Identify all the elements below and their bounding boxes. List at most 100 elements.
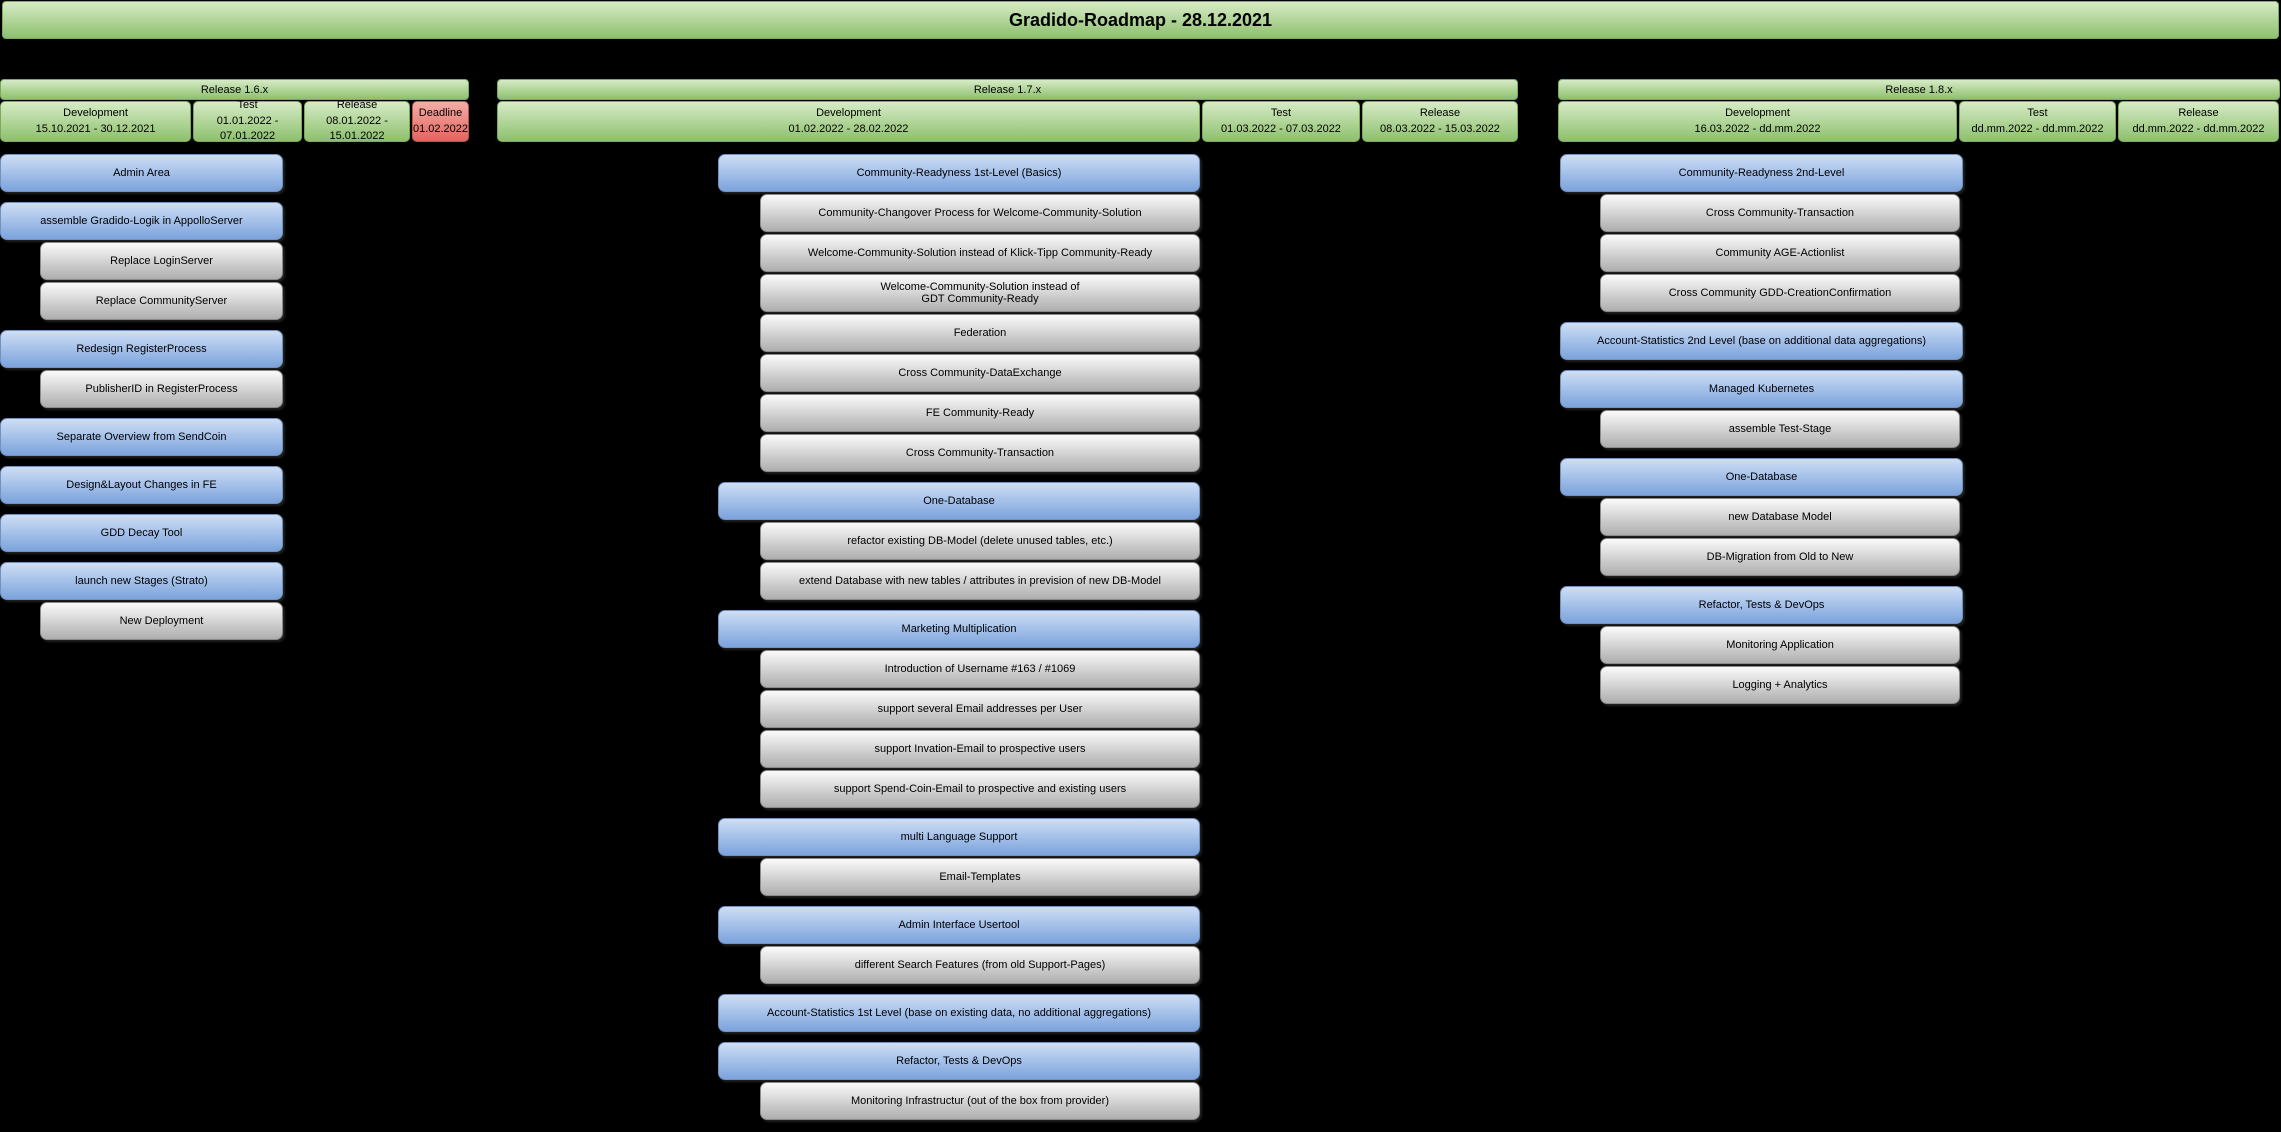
task-parent: Account-Statistics 2nd Level (base on ad… bbox=[1560, 322, 1963, 360]
task-child: Cross Community-Transaction bbox=[760, 434, 1200, 472]
phase-dates: 15.10.2021 - 30.12.2021 bbox=[35, 122, 156, 135]
release-bar-1-6-x: Release 1.6.x bbox=[0, 79, 469, 100]
task-group: Community-Readyness 1st-Level (Basics)Co… bbox=[718, 154, 1518, 472]
task-child: Monitoring Application bbox=[1600, 626, 1960, 664]
task-child: FE Community-Ready bbox=[760, 394, 1200, 432]
task-child: PublisherID in RegisterProcess bbox=[40, 370, 283, 408]
phase-name: Test bbox=[237, 99, 258, 112]
task-parent: Managed Kubernetes bbox=[1560, 370, 1963, 408]
task-child: different Search Features (from old Supp… bbox=[760, 946, 1200, 984]
task-parent: One-Database bbox=[718, 482, 1200, 520]
task-group: launch new Stages (Strato)New Deployment bbox=[0, 562, 469, 640]
phase-name: Development bbox=[816, 107, 881, 120]
phase-development: Development 01.02.2022 - 28.02.2022 bbox=[497, 101, 1200, 142]
task-parent: Community-Readyness 2nd-Level bbox=[1560, 154, 1963, 192]
release-bar-1-7-x: Release 1.7.x bbox=[497, 79, 1518, 100]
page-title: Gradido-Roadmap - 28.12.2021 bbox=[2, 1, 2279, 39]
task-group: GDD Decay Tool bbox=[0, 514, 469, 552]
task-parent: Admin Interface Usertool bbox=[718, 906, 1200, 944]
phase-release: Release 08.03.2022 - 15.03.2022 bbox=[1362, 101, 1518, 142]
phase-name: Release bbox=[336, 99, 378, 112]
phase-name: Test bbox=[1270, 107, 1292, 120]
task-child: New Deployment bbox=[40, 602, 283, 640]
phase-row: Development 16.03.2022 - dd.mm.2022 Test… bbox=[1558, 101, 2280, 142]
phase-dates: 16.03.2022 - dd.mm.2022 bbox=[1694, 122, 1821, 135]
task-child: Logging + Analytics bbox=[1600, 666, 1960, 704]
release-label: Release 1.8.x bbox=[1885, 83, 1953, 96]
phase-dates: dd.mm.2022 - dd.mm.2022 bbox=[1971, 122, 2104, 135]
task-child: support Spend-Coin-Email to prospective … bbox=[760, 770, 1200, 808]
phase-development: Development 15.10.2021 - 30.12.2021 bbox=[0, 101, 192, 142]
phase-name: Release bbox=[2178, 107, 2219, 120]
phase-dates: 01.02.2022 - 28.02.2022 bbox=[788, 122, 909, 135]
phase-test: Test dd.mm.2022 - dd.mm.2022 bbox=[1959, 101, 2116, 142]
task-parent: Refactor, Tests & DevOps bbox=[1560, 586, 1963, 624]
task-parent: GDD Decay Tool bbox=[0, 514, 283, 552]
task-child: DB-Migration from Old to New bbox=[1600, 538, 1960, 576]
task-child: Cross Community-DataExchange bbox=[760, 354, 1200, 392]
task-parent: Separate Overview from SendCoin bbox=[0, 418, 283, 456]
phase-deadline: Deadline 01.02.2022 bbox=[412, 101, 469, 142]
task-child: Replace LoginServer bbox=[40, 242, 283, 280]
phase-release: Release dd.mm.2022 - dd.mm.2022 bbox=[2118, 101, 2279, 142]
release-column-1-6-x: Release 1.6.x Development 15.10.2021 - 3… bbox=[0, 79, 469, 640]
task-child: refactor existing DB-Model (delete unuse… bbox=[760, 522, 1200, 560]
phase-dates: 01.01.2022 - 07.01.2022 bbox=[216, 114, 279, 143]
task-group: Account-Statistics 2nd Level (base on ad… bbox=[1560, 322, 2280, 360]
release-label: Release 1.7.x bbox=[973, 83, 1042, 96]
task-child: Replace CommunityServer bbox=[40, 282, 283, 320]
phase-development: Development 16.03.2022 - dd.mm.2022 bbox=[1558, 101, 1957, 142]
task-parent: Redesign RegisterProcess bbox=[0, 330, 283, 368]
task-child: Cross Community-Transaction bbox=[1600, 194, 1960, 232]
phase-test: Test 01.03.2022 - 07.03.2022 bbox=[1202, 101, 1360, 142]
release-label: Release 1.6.x bbox=[200, 83, 269, 96]
task-child: Federation bbox=[760, 314, 1200, 352]
task-group: Admin Area bbox=[0, 154, 469, 192]
task-child: Cross Community GDD-CreationConfirmation bbox=[1600, 274, 1960, 312]
task-child: Monitoring Infrastructur (out of the box… bbox=[760, 1082, 1200, 1120]
phase-dates: 01.02.2022 bbox=[412, 122, 469, 135]
phase-dates: 08.01.2022 - 15.01.2022 bbox=[326, 114, 388, 143]
task-list: Admin Area assemble Gradido-Logik in Appo… bbox=[0, 154, 469, 640]
task-parent: Refactor, Tests & DevOps bbox=[718, 1042, 1200, 1080]
task-parent: Account-Statistics 1st Level (base on ex… bbox=[718, 994, 1200, 1032]
phase-name: Development bbox=[1725, 107, 1790, 120]
task-parent: Design&Layout Changes in FE bbox=[0, 466, 283, 504]
task-parent: Community-Readyness 1st-Level (Basics) bbox=[718, 154, 1200, 192]
phase-dates: 01.03.2022 - 07.03.2022 bbox=[1221, 122, 1341, 135]
task-parent: multi Language Support bbox=[718, 818, 1200, 856]
release-column-1-8-x: Release 1.8.x Development 16.03.2022 - d… bbox=[1558, 79, 2280, 704]
phase-dates: dd.mm.2022 - dd.mm.2022 bbox=[2132, 122, 2265, 135]
phase-release: Release 08.01.2022 - 15.01.2022 bbox=[304, 99, 410, 143]
task-child: new Database Model bbox=[1600, 498, 1960, 536]
task-list: Community-Readyness 1st-Level (Basics)Co… bbox=[718, 154, 1518, 1120]
task-child: Community AGE-Actionlist bbox=[1600, 234, 1960, 272]
task-child: Community-Changover Process for Welcome-… bbox=[760, 194, 1200, 232]
task-group: Design&Layout Changes in FE bbox=[0, 466, 469, 504]
task-child: assemble Test-Stage bbox=[1600, 410, 1960, 448]
task-child: Welcome-Community-Solution instead of Kl… bbox=[760, 234, 1200, 272]
task-child: support several Email addresses per User bbox=[760, 690, 1200, 728]
task-parent: Admin Area bbox=[0, 154, 283, 192]
task-parent: Marketing Multiplication bbox=[718, 610, 1200, 648]
task-child: Introduction of Username #163 / #1069 bbox=[760, 650, 1200, 688]
task-parent: assemble Gradido-Logik in AppolloServer bbox=[0, 202, 283, 240]
task-child: Welcome-Community-Solution instead of GD… bbox=[760, 274, 1200, 312]
release-column-1-7-x: Release 1.7.x Development 01.02.2022 - 2… bbox=[497, 79, 1518, 1120]
task-child: support Invation-Email to prospective us… bbox=[760, 730, 1200, 768]
task-group: Separate Overview from SendCoin bbox=[0, 418, 469, 456]
task-parent: launch new Stages (Strato) bbox=[0, 562, 283, 600]
phase-name: Release bbox=[1419, 107, 1461, 120]
task-child: Email-Templates bbox=[760, 858, 1200, 896]
